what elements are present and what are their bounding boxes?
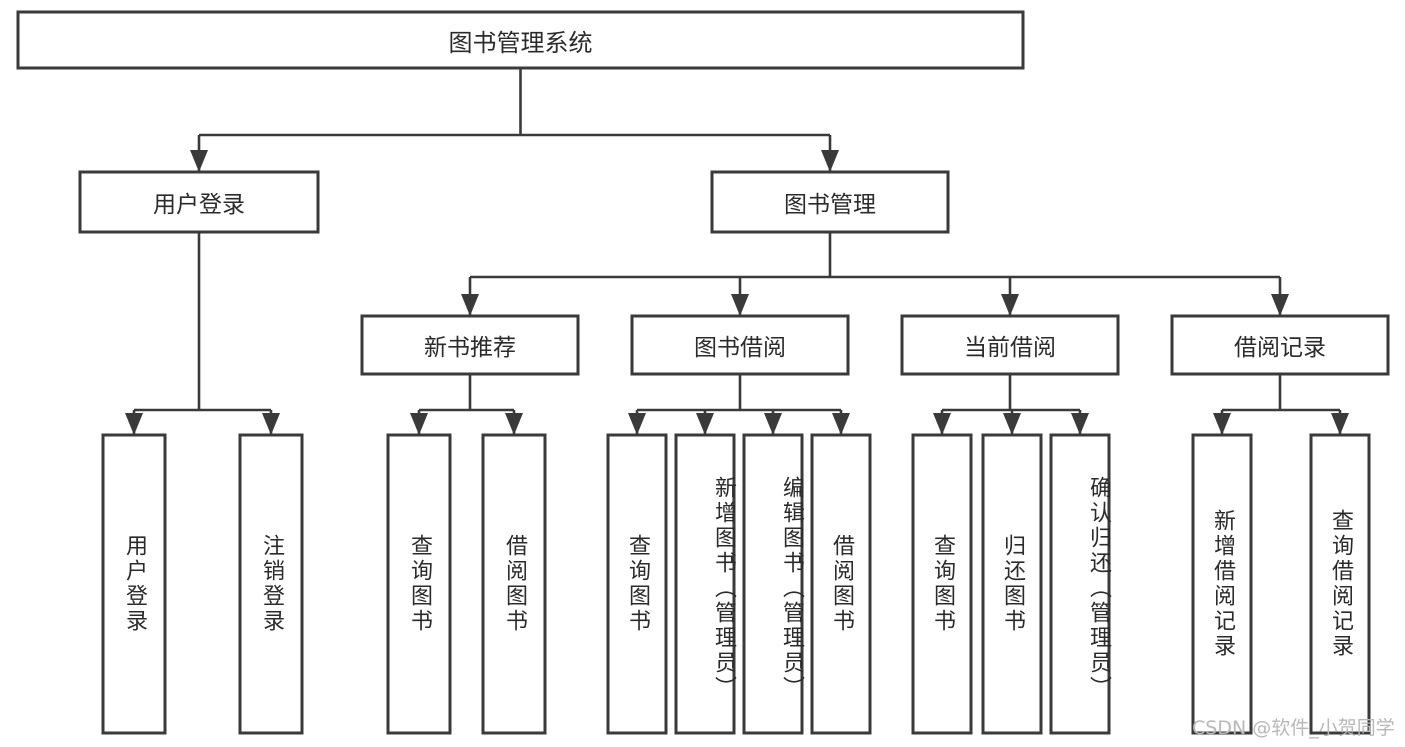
arrow-head-icon-current-borrow [1001,294,1019,316]
node-box-leaf-add-book-admin[interactable] [674,433,736,735]
node-box-leaf-add-borrow-record[interactable] [1191,433,1253,735]
arrow-head-icon-book-management [821,150,839,172]
arrow-head-icon-leaf-borrow-book [832,413,850,435]
node-box-new-book-recommend[interactable] [360,314,580,376]
node-box-current-borrow[interactable] [900,314,1120,376]
node-box-leaf-query-borrow-record[interactable] [1309,433,1371,735]
node-box-leaf-query-book-current[interactable] [911,433,973,735]
arrow-head-icon-leaf-add-book-admin [696,413,714,435]
node-box-book-management[interactable] [710,170,950,234]
arrow-head-icon-borrow-record [1271,294,1289,316]
arrow-head-icon-leaf-query-book-borrow [628,413,646,435]
arrow-head-icon-leaf-add-borrow-record [1213,413,1231,435]
node-box-leaf-edit-book-admin[interactable] [742,433,804,735]
arrow-head-icon-leaf-borrow-book-rec [505,413,523,435]
arrow-head-icon-leaf-return-book [1003,413,1021,435]
arrow-head-icon-user-login [190,150,208,172]
node-box-leaf-borrow-book[interactable] [810,433,872,735]
node-box-leaf-user-login[interactable] [101,433,167,735]
arrow-head-icon-leaf-query-book-current [933,413,951,435]
arrow-head-icon-leaf-confirm-return-admin [1071,413,1089,435]
node-boxes-layer [16,10,1390,735]
arrow-head-icon-book-borrow [731,294,749,316]
connectors-layer [125,68,1349,435]
node-box-book-borrow[interactable] [630,314,850,376]
arrow-head-icon-leaf-query-borrow-record [1331,413,1349,435]
node-box-leaf-confirm-return-admin[interactable] [1049,433,1111,735]
node-box-root[interactable] [16,10,1025,70]
node-box-leaf-query-book-rec[interactable] [386,433,452,735]
node-box-borrow-record[interactable] [1170,314,1390,376]
arrow-head-icon-new-book-recommend [461,294,479,316]
arrow-head-icon-leaf-query-book-rec [410,413,428,435]
arrow-head-icon-leaf-user-login [125,413,143,435]
node-box-leaf-return-book[interactable] [981,433,1043,735]
node-box-leaf-borrow-book-rec[interactable] [481,433,547,735]
arrow-head-icon-leaf-user-logout [262,413,280,435]
node-box-leaf-user-logout[interactable] [238,433,304,735]
arrow-head-icon-leaf-edit-book-admin [764,413,782,435]
node-box-leaf-query-book-borrow[interactable] [606,433,668,735]
node-box-user-login[interactable] [78,170,320,234]
